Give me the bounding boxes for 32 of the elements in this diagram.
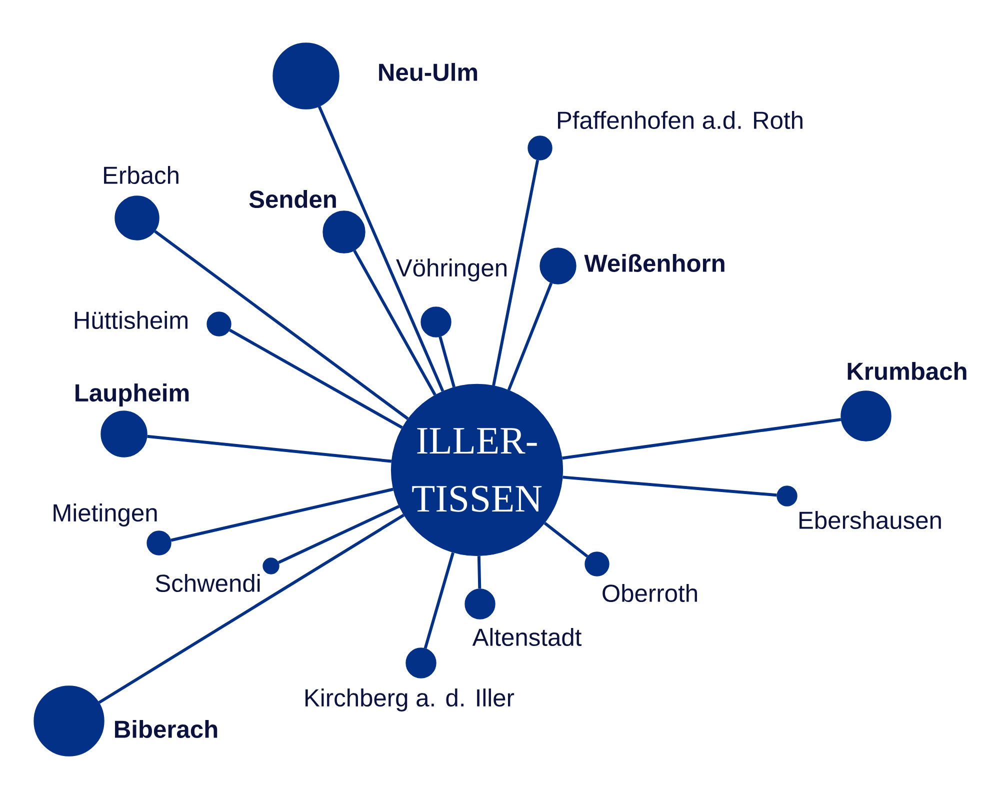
connector-line — [353, 250, 436, 396]
connector-line — [477, 556, 482, 589]
connector-line — [318, 106, 444, 392]
connector-line — [278, 505, 400, 564]
place-name: Erbach — [104, 166, 178, 184]
connector-line — [98, 514, 404, 704]
connector-line — [424, 552, 454, 649]
connector-line — [229, 328, 403, 429]
place-name: Neu-Ulm — [379, 62, 478, 82]
place-name: Kirchberg a. d. Iller — [306, 688, 514, 712]
place-name: Oberroth — [602, 584, 697, 602]
place-name: Biberach — [115, 720, 218, 738]
place-name: Pfaffenhofen a.d. Roth — [558, 110, 802, 130]
connector-line — [562, 476, 777, 497]
place-name: Vöhringen — [396, 258, 506, 282]
connector-line — [492, 160, 540, 386]
place-name: Laupheim — [76, 384, 189, 406]
place-name: Altenstadt — [472, 628, 582, 646]
connector-line — [147, 434, 392, 463]
place-name: Weißenhorn — [584, 254, 724, 272]
place-name: Ebershausen — [800, 510, 941, 530]
place-name: Schwendi — [156, 574, 260, 592]
connector-line — [438, 336, 456, 388]
place-name: Hüttisheim — [74, 310, 188, 330]
connector-line — [154, 230, 409, 420]
connector-line — [170, 488, 394, 542]
connector-line — [562, 418, 842, 460]
place-name: Krumbach — [848, 362, 966, 380]
place-name: Mietingen — [54, 504, 157, 526]
connector-line — [544, 522, 588, 558]
place-name: Senden — [249, 190, 336, 208]
connector-line — [507, 282, 553, 391]
